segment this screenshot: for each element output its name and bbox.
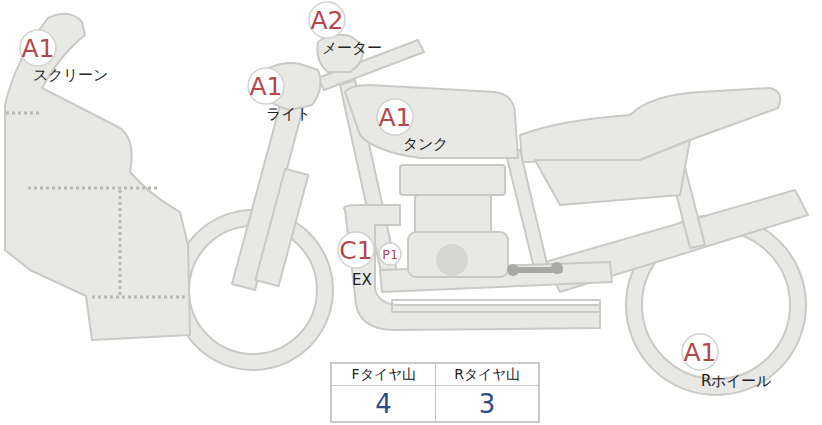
part-name: メーター xyxy=(322,40,382,57)
part-name: EX xyxy=(352,272,372,289)
part-name: Rホイール xyxy=(701,373,771,390)
part-name: スクリーン xyxy=(33,67,108,84)
callout-circle: C1EX xyxy=(337,231,375,269)
callout-code: A1 xyxy=(19,29,57,67)
table-header: Fタイヤ山 xyxy=(332,364,436,386)
callout-circle: A1ライト xyxy=(247,67,285,105)
callout-circle: P1 xyxy=(378,242,402,266)
part-name: タンク xyxy=(403,136,448,153)
callout-code: C1 xyxy=(337,231,375,269)
callout-circle: A2メーター xyxy=(308,1,346,39)
part-name: ライト xyxy=(266,106,311,123)
callout-circle: A1タンク xyxy=(376,98,414,136)
callout-code: A2 xyxy=(308,1,346,39)
callout-code: A1 xyxy=(247,67,285,105)
tread-table: Fタイヤ山Rタイヤ山43 xyxy=(330,362,540,423)
callout-code: A1 xyxy=(681,333,719,371)
callout-code: A1 xyxy=(376,98,414,136)
table-header: Rタイヤ山 xyxy=(436,364,538,386)
callout-code: P1 xyxy=(378,242,402,266)
callout-circle: A1スクリーン xyxy=(19,29,57,67)
callout-circle: A1Rホイール xyxy=(681,333,719,371)
table-value: 3 xyxy=(436,386,538,421)
table-value: 4 xyxy=(332,386,436,421)
